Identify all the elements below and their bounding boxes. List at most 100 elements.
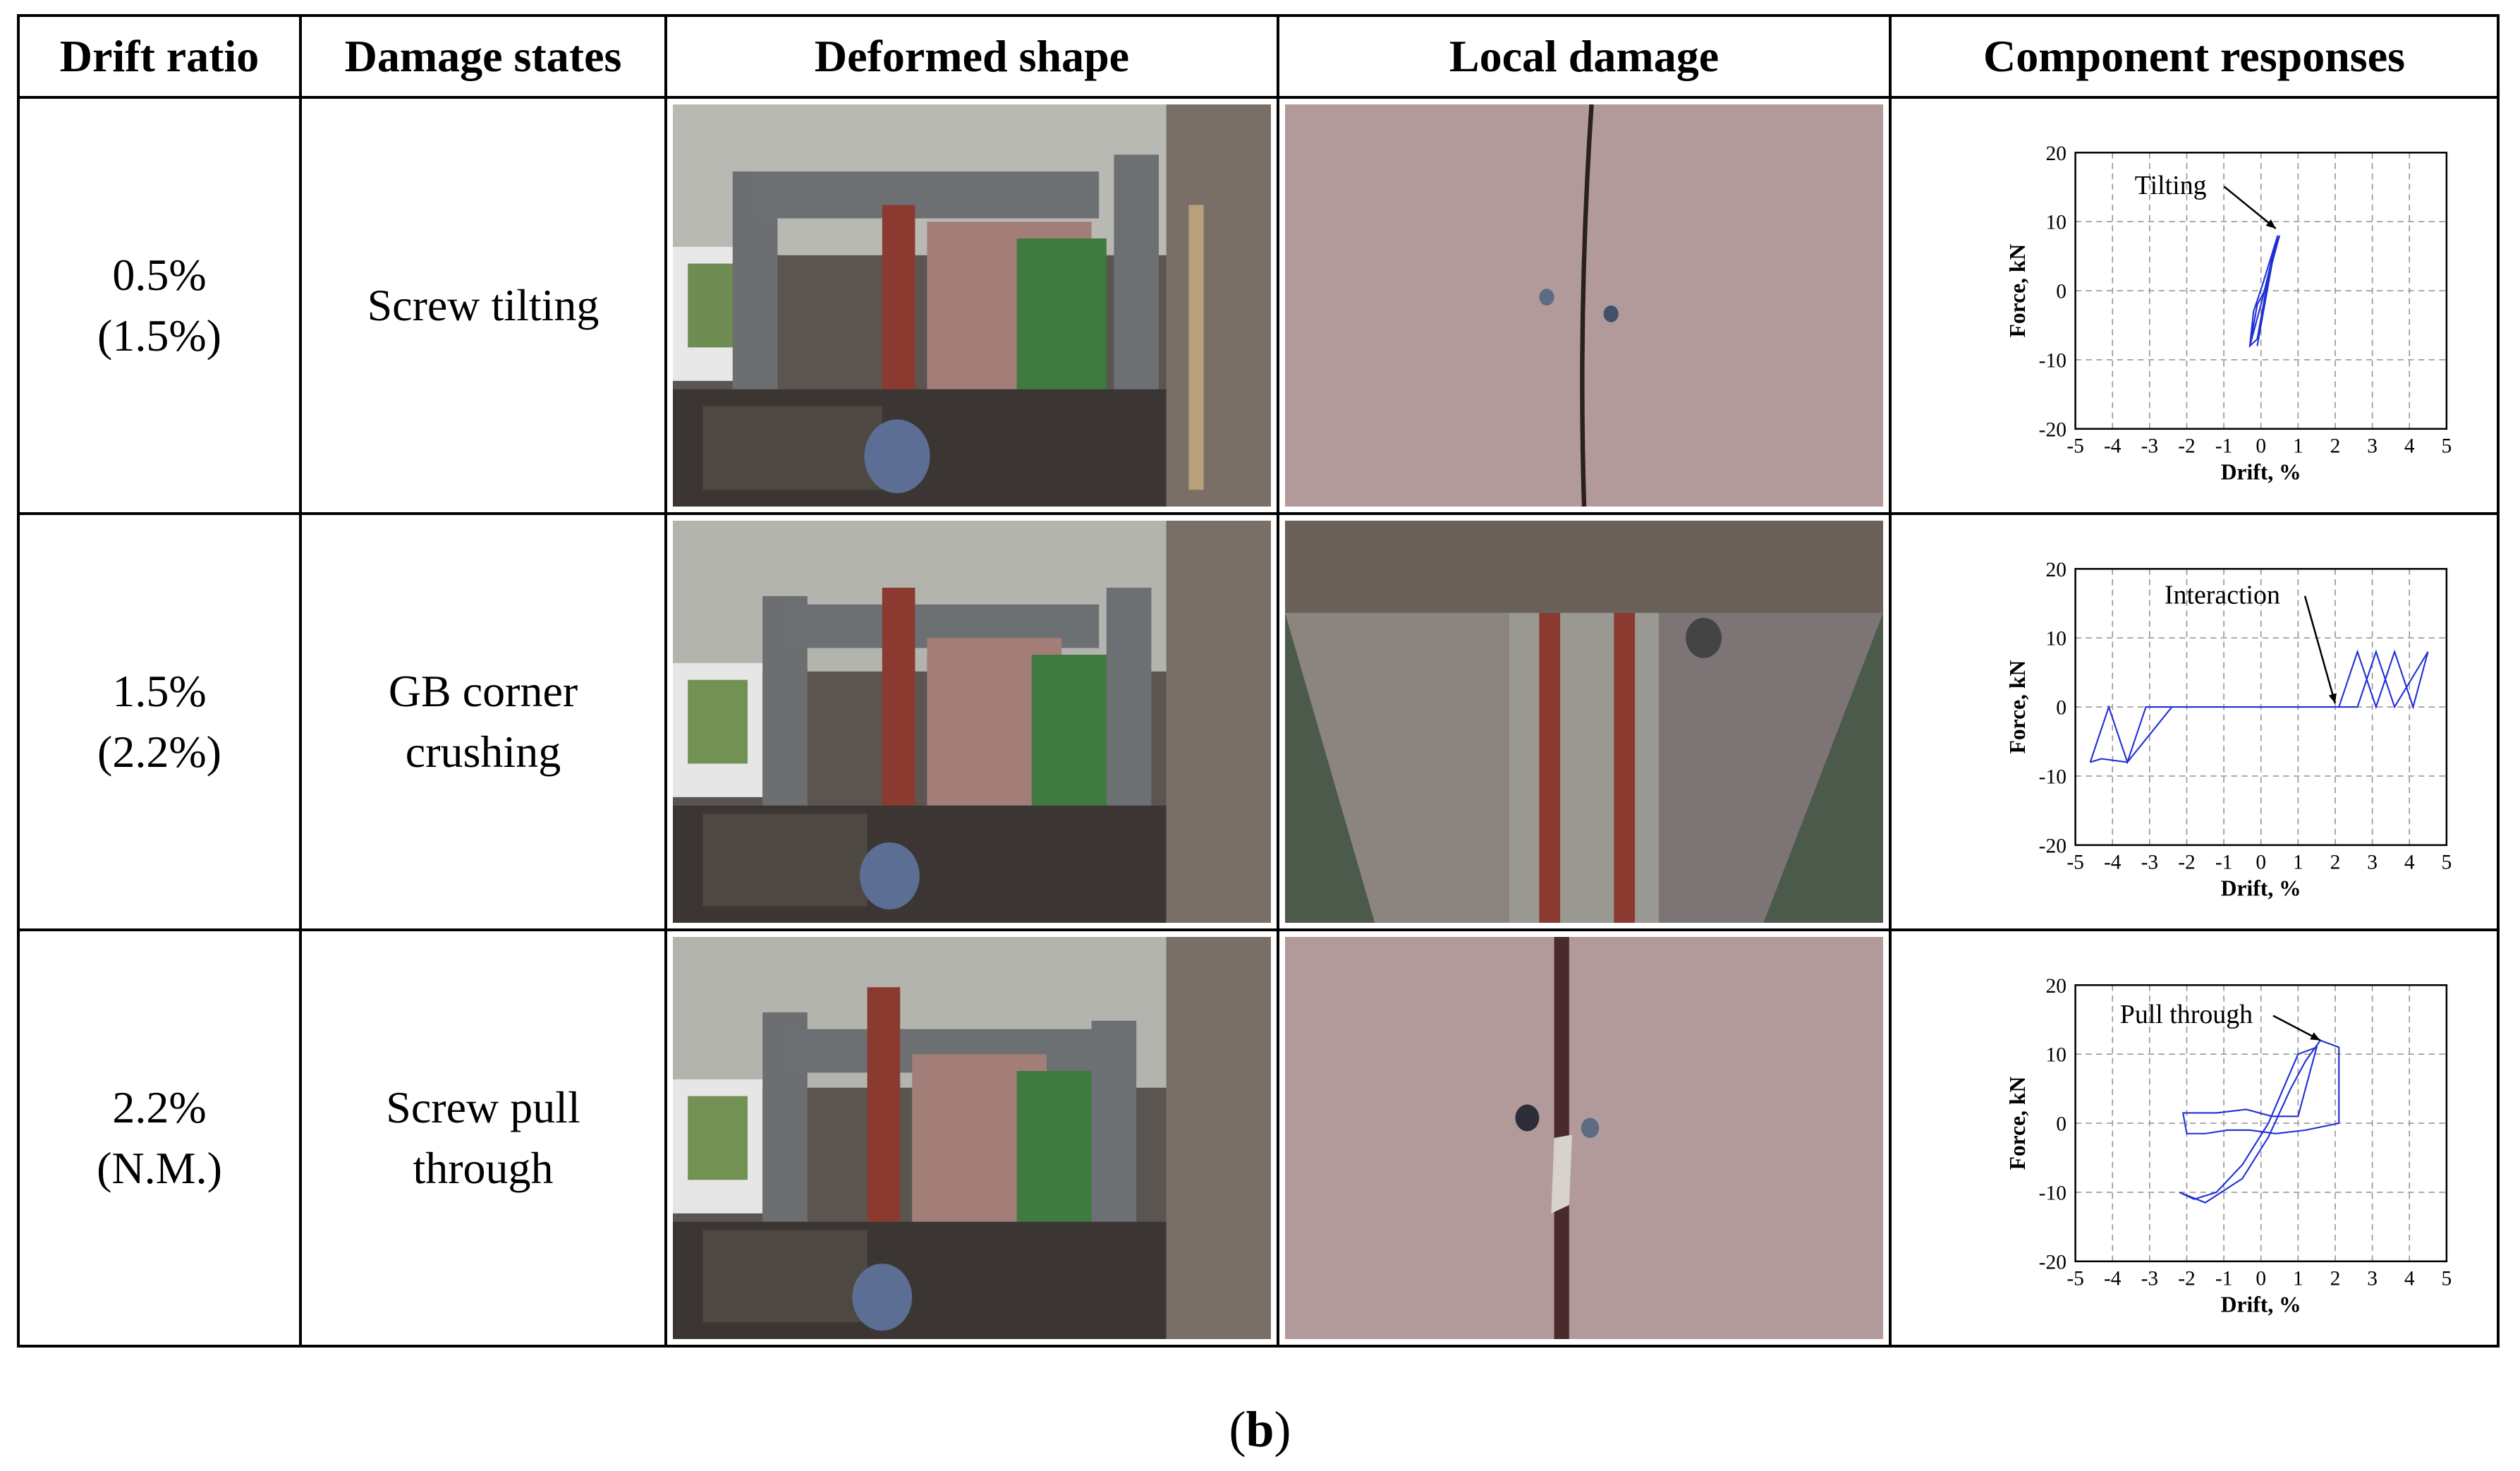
deformed-shape-photo	[673, 937, 1271, 1339]
y-tick-label: 10	[2046, 628, 2066, 650]
local-damage-photo-screw-tilting	[1285, 104, 1883, 507]
table-row: 0.5% (1.5%) Screw tilting	[17, 96, 2500, 515]
annotation-label: Pull through	[2120, 1000, 2253, 1029]
hysteresis-curve	[2089, 649, 2429, 765]
x-tick-label: 3	[2367, 435, 2378, 457]
x-tick-label: 0	[2256, 1267, 2266, 1290]
damage-state-label-2: crushing	[405, 727, 561, 777]
hysteresis-curve	[2179, 1039, 2340, 1204]
x-tick-label: 1	[2293, 435, 2303, 457]
damage-state-cell: Screw pull through	[299, 928, 667, 1348]
y-tick-label: 10	[2046, 1044, 2066, 1067]
x-tick-label: 5	[2441, 435, 2452, 457]
drift-note: (N.M.)	[97, 1143, 222, 1193]
y-axis-label: Force, kN	[2005, 243, 2030, 337]
local-damage-photo-pull-through	[1285, 937, 1883, 1339]
x-tick-label: 1	[2293, 851, 2303, 873]
y-tick-label: 0	[2056, 280, 2066, 303]
x-tick-label: 3	[2367, 1267, 2378, 1290]
x-tick-label: -1	[2215, 1267, 2233, 1290]
header-row: Drift ratio Damage states Deformed shape…	[17, 14, 2500, 99]
drift-note: (2.2%)	[97, 727, 221, 777]
y-tick-label: 0	[2056, 696, 2066, 719]
deformed-shape-cell	[664, 928, 1279, 1348]
x-tick-label: -5	[2066, 1267, 2084, 1290]
x-tick-label: 0	[2256, 435, 2266, 457]
header-deformed-shape: Deformed shape	[664, 14, 1279, 99]
x-tick-label: 2	[2330, 1267, 2341, 1290]
header-damage-states: Damage states	[299, 14, 667, 99]
drift-value: 1.5%	[112, 666, 207, 716]
drift-ratio-cell: 1.5% (2.2%)	[17, 512, 302, 931]
y-tick-label: 0	[2056, 1113, 2066, 1135]
x-tick-label: -3	[2141, 851, 2159, 873]
caption-close: )	[1274, 1401, 1291, 1458]
caption-letter: b	[1246, 1401, 1274, 1458]
x-tick-label: 2	[2330, 851, 2341, 873]
damage-state-label: GB corner	[388, 666, 578, 716]
x-tick-label: 5	[2441, 1267, 2452, 1290]
y-tick-label: -20	[2039, 418, 2066, 441]
y-axis-label: Force, kN	[2005, 1076, 2030, 1170]
annotation-label: Interaction	[2165, 580, 2280, 610]
x-axis-label: Drift, %	[2221, 459, 2301, 484]
y-tick-label: 20	[2046, 559, 2066, 581]
x-tick-label: -2	[2178, 1267, 2196, 1290]
x-tick-label: 4	[2404, 851, 2415, 873]
annotation-label: Tilting	[2135, 171, 2207, 200]
x-tick-label: 4	[2404, 435, 2415, 457]
drift-value: 2.2%	[112, 1082, 207, 1132]
y-tick-label: -10	[2039, 765, 2066, 788]
local-damage-cell	[1277, 928, 1892, 1348]
local-damage-cell	[1277, 96, 1892, 515]
y-tick-label: -20	[2039, 835, 2066, 857]
plot-frame	[2074, 983, 2448, 1262]
x-tick-label: 2	[2330, 435, 2341, 457]
x-axis-label: Drift, %	[2221, 876, 2301, 900]
x-tick-label: -3	[2141, 435, 2159, 457]
drift-value: 0.5%	[112, 250, 207, 300]
annotation-arrow	[2303, 595, 2337, 704]
y-axis-label: Force, kN	[2005, 660, 2030, 753]
y-tick-label: 10	[2046, 212, 2066, 234]
local-damage-cell	[1277, 512, 1892, 931]
y-tick-label: -20	[2039, 1251, 2066, 1273]
drift-note: (1.5%)	[97, 310, 221, 361]
y-tick-label: 20	[2046, 143, 2066, 165]
x-tick-label: -4	[2104, 851, 2122, 873]
damage-state-label-2: through	[413, 1143, 554, 1193]
plot-frame	[2074, 151, 2448, 430]
deformed-shape-photo	[673, 521, 1271, 923]
x-tick-label: 5	[2441, 851, 2452, 873]
arrow-head	[2265, 219, 2276, 229]
caption-open: (	[1229, 1401, 1246, 1458]
y-tick-label: -10	[2039, 349, 2066, 372]
x-tick-label: -3	[2141, 1267, 2159, 1290]
figure-caption: (b)	[0, 1400, 2520, 1459]
x-tick-label: 3	[2367, 851, 2378, 873]
y-tick-label: -10	[2039, 1182, 2066, 1204]
y-tick-label: 20	[2046, 975, 2066, 998]
damage-table: Drift ratio Damage states Deformed shape…	[17, 14, 2500, 1348]
x-tick-label: -1	[2215, 435, 2233, 457]
deformed-shape-photo	[673, 104, 1271, 507]
x-tick-label: -4	[2104, 435, 2122, 457]
x-tick-label: -5	[2066, 851, 2084, 873]
arrow-head	[2310, 1032, 2320, 1041]
damage-state-cell: GB corner crushing	[299, 512, 667, 931]
drift-ratio-cell: 0.5% (1.5%)	[17, 96, 302, 515]
damage-state-cell: Screw tilting	[299, 96, 667, 515]
header-drift-ratio: Drift ratio	[17, 14, 302, 99]
table-row: 1.5% (2.2%) GB corner crushing	[17, 512, 2500, 931]
drift-ratio-cell: 2.2% (N.M.)	[17, 928, 302, 1348]
x-tick-label: 4	[2404, 1267, 2415, 1290]
plot-frame	[2074, 567, 2448, 846]
hysteresis-curve	[2248, 235, 2281, 348]
